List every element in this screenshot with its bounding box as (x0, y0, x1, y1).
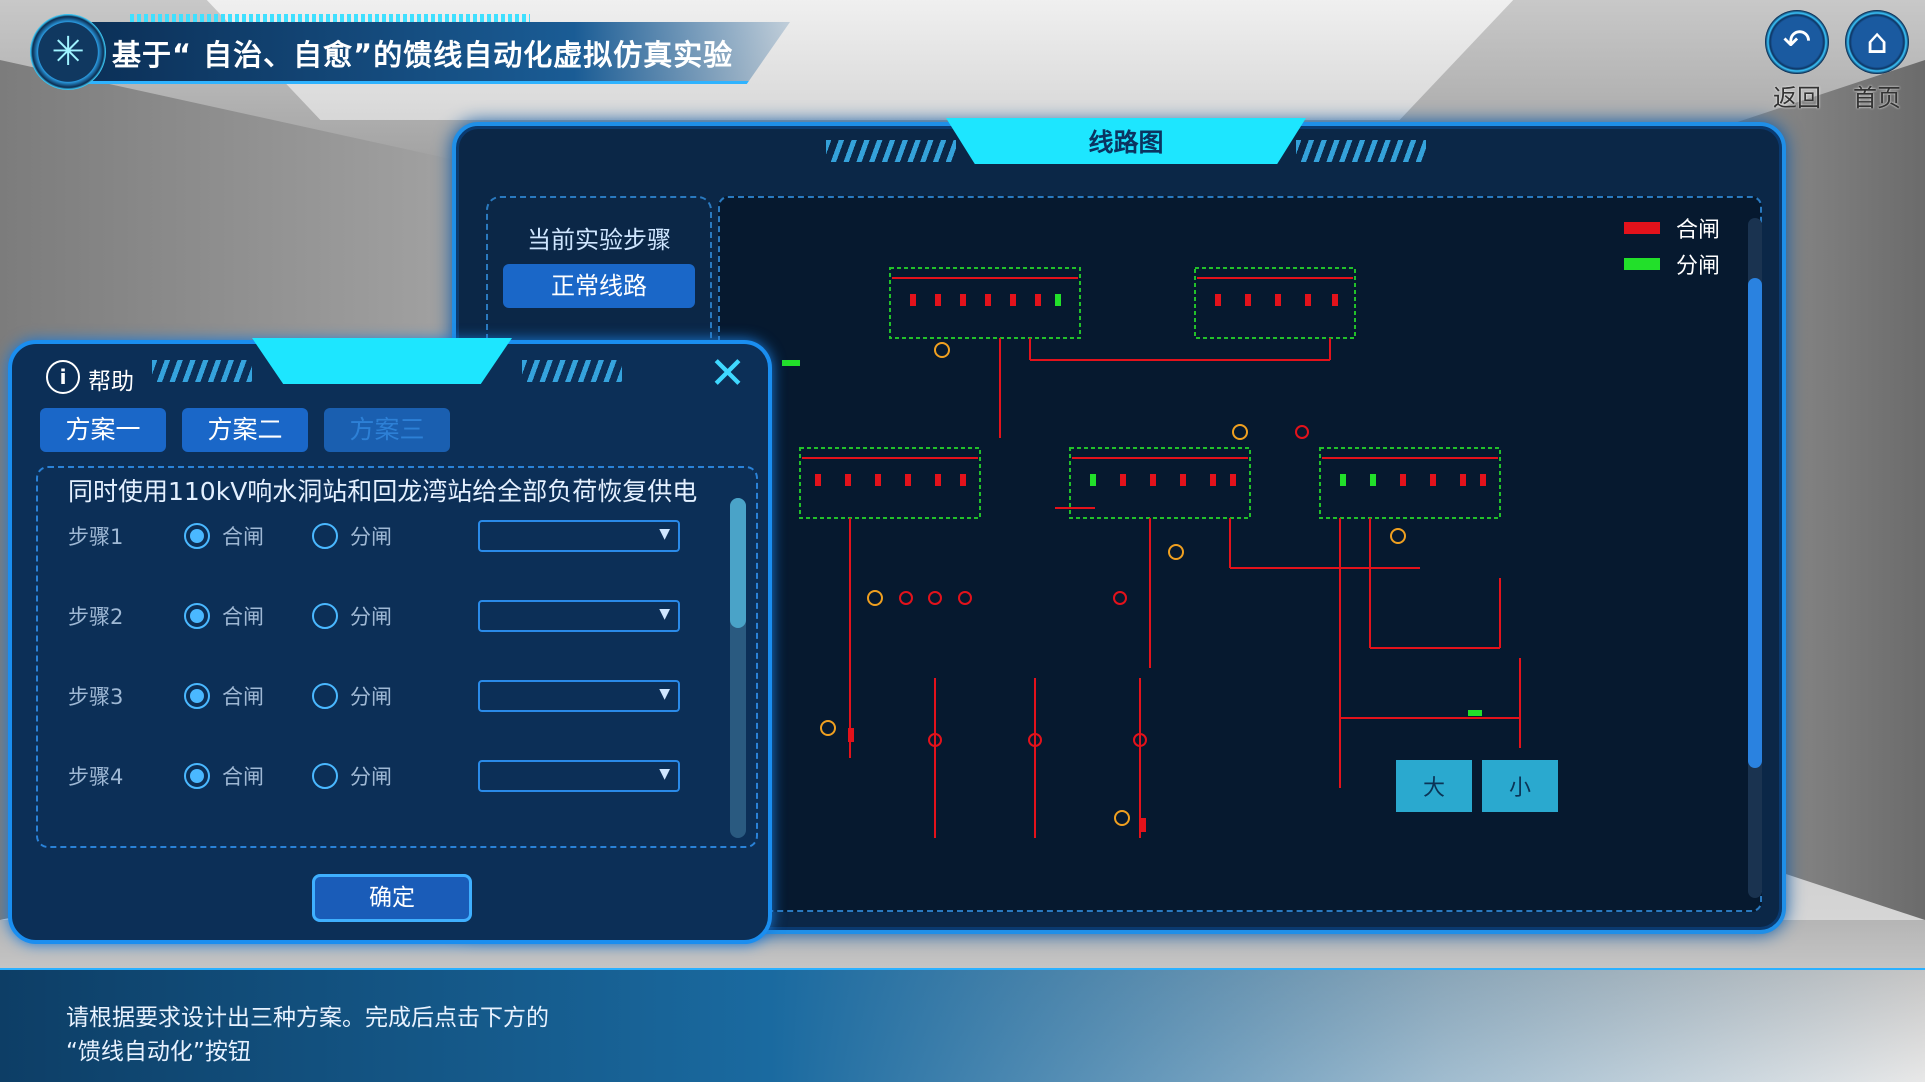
step-label: 步骤3 (68, 685, 124, 709)
help-decoration-right (522, 360, 622, 382)
radio-close-label: 合闸 (222, 525, 264, 549)
step-row-3: 步骤3 合闸 分闸 ▼ (68, 676, 708, 716)
legend-open-label: 分闸 (1675, 254, 1720, 279)
radio-close[interactable] (184, 523, 210, 549)
home-label: 首页 (1853, 84, 1901, 112)
plan-description: 同时使用110kV响水洞站和回龙湾站给全部负荷恢复供电 (68, 477, 698, 506)
steps-title: 当前实验步骤 (527, 226, 671, 254)
plan-scrollbar[interactable] (730, 498, 746, 838)
plan-scrollbar-thumb[interactable] (730, 498, 746, 628)
radio-open[interactable] (312, 523, 338, 549)
radio-selected-dot (190, 769, 204, 783)
hint-line-1: 请根据要求设计出三种方案。完成后点击下方的 (66, 1005, 549, 1031)
tab-plan-1[interactable]: 方案一 (40, 408, 166, 452)
atom-logo-icon: ✳ (30, 14, 106, 90)
tab-plan-2[interactable]: 方案二 (182, 408, 308, 452)
step-row-2: 步骤2 合闸 分闸 ▼ (68, 596, 708, 636)
app-title: 基于“ 自治、自愈”的馈线自动化虚拟仿真实验 (112, 38, 734, 72)
title-decoration (130, 14, 530, 22)
home-icon: ⌂ (1845, 10, 1909, 74)
radio-open-label: 分闸 (350, 525, 392, 549)
legend-closed: 合闸 (1623, 210, 1720, 246)
radio-close-label: 合闸 (222, 605, 264, 629)
back-button[interactable]: ↶ 返回 (1762, 10, 1832, 113)
hint-line-2: “馈线自动化”按钮 (66, 1039, 251, 1065)
step-label: 步骤2 (68, 605, 124, 629)
chevron-down-icon: ▼ (659, 606, 670, 622)
chevron-down-icon: ▼ (659, 526, 670, 542)
zoom-in-button[interactable]: 大 (1396, 760, 1472, 812)
diagram-scrollbar[interactable] (1748, 218, 1762, 898)
diagram-legend: 合闸 分闸 (1623, 210, 1720, 282)
radio-open-label: 分闸 (350, 685, 392, 709)
step-row-1: 步骤1 合闸 分闸 ▼ (68, 516, 708, 556)
legend-open: 分闸 (1623, 246, 1720, 282)
radio-close[interactable] (184, 763, 210, 789)
radio-selected-dot (190, 529, 204, 543)
radio-open[interactable] (312, 683, 338, 709)
tab-plan-3[interactable]: 方案三 (324, 408, 450, 452)
title-background (70, 22, 790, 84)
plan-content: 同时使用110kV响水洞站和回龙湾站给全部负荷恢复供电 步骤1 合闸 分闸 ▼ … (36, 466, 758, 848)
legend-closed-swatch (1623, 222, 1660, 234)
diagram-scrollbar-thumb[interactable] (1748, 278, 1762, 768)
help-title: 帮助 (88, 369, 134, 395)
radio-open-label: 分闸 (350, 765, 392, 789)
tab-decoration-left (826, 140, 956, 162)
circuit-diagram: 合闸 分闸 大 小 (718, 196, 1762, 912)
zoom-out-button[interactable]: 小 (1482, 760, 1558, 812)
radio-close-label: 合闸 (222, 685, 264, 709)
help-decoration-left (152, 360, 252, 382)
step-label: 步骤1 (68, 525, 124, 549)
radio-open[interactable] (312, 763, 338, 789)
switch-select[interactable]: ▼ (478, 680, 680, 712)
app-title-bar: ✳ 基于“ 自治、自愈”的馈线自动化虚拟仿真实验 (30, 14, 790, 90)
legend-open-swatch (1623, 258, 1660, 270)
back-label: 返回 (1773, 84, 1821, 112)
panel-title: 线路图 (946, 118, 1306, 164)
step-row-4: 步骤4 合闸 分闸 ▼ (68, 756, 708, 796)
radio-close[interactable] (184, 683, 210, 709)
info-icon: i (46, 360, 80, 394)
step-label: 步骤4 (68, 765, 124, 789)
confirm-button[interactable]: 确定 (312, 874, 472, 922)
help-dialog: i 帮助 ✕ 方案一 方案二 方案三 同时使用110kV响水洞站和回龙湾站给全部… (8, 338, 772, 944)
radio-open[interactable] (312, 603, 338, 629)
legend-closed-label: 合闸 (1675, 218, 1720, 243)
tab-decoration-right (1296, 140, 1426, 162)
hint-bar: 请根据要求设计出三种方案。完成后点击下方的 “馈线自动化”按钮 (0, 968, 1925, 1082)
switch-select[interactable]: ▼ (478, 600, 680, 632)
radio-selected-dot (190, 609, 204, 623)
current-steps-box: 当前实验步骤 正常线路 (486, 196, 712, 376)
close-icon[interactable]: ✕ (709, 348, 746, 399)
home-button[interactable]: ⌂ 首页 (1842, 10, 1912, 113)
switch-select[interactable]: ▼ (478, 760, 680, 792)
radio-open-label: 分闸 (350, 605, 392, 629)
help-tab-decoration (252, 338, 512, 384)
radio-selected-dot (190, 689, 204, 703)
normal-line-button[interactable]: 正常线路 (503, 264, 695, 308)
radio-close[interactable] (184, 603, 210, 629)
switch-select[interactable]: ▼ (478, 520, 680, 552)
back-arrow-icon: ↶ (1765, 10, 1829, 74)
radio-close-label: 合闸 (222, 765, 264, 789)
chevron-down-icon: ▼ (659, 766, 670, 782)
circuit-diagram-svg (769, 267, 1521, 838)
chevron-down-icon: ▼ (659, 686, 670, 702)
